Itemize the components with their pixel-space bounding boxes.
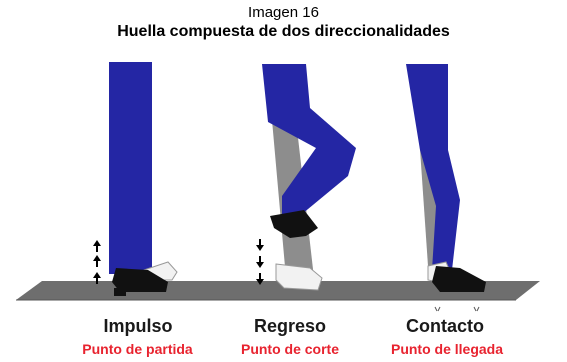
up-arrows-icon <box>93 240 101 284</box>
figure-contacto <box>406 64 486 312</box>
shoe <box>270 210 318 238</box>
shoe <box>112 268 168 292</box>
figure-number: Imagen 16 <box>248 4 319 21</box>
trouser-leg <box>406 64 460 270</box>
phase-title-regreso: Regreso <box>253 316 327 336</box>
trouser-leg <box>109 62 152 274</box>
figure-title: Huella compuesta de dos direccionalidade… <box>117 23 450 40</box>
impact-marks-icon <box>434 306 480 312</box>
trouser-leg <box>262 64 356 214</box>
shoe <box>432 266 486 292</box>
phase-subtitle-contacto: Punto de llegada <box>390 341 503 357</box>
figure-impulso <box>93 62 178 296</box>
phase-subtitle-regreso: Punto de corte <box>240 341 339 357</box>
background-shoe <box>275 263 323 291</box>
phase-title-impulso: Impulso <box>103 316 173 336</box>
figure-regreso <box>256 64 356 291</box>
heel <box>114 288 126 296</box>
down-arrows-icon <box>256 239 264 285</box>
phase-title-contacto: Contacto <box>406 316 484 336</box>
phase-subtitle-impulso: Punto de partida <box>82 341 193 357</box>
